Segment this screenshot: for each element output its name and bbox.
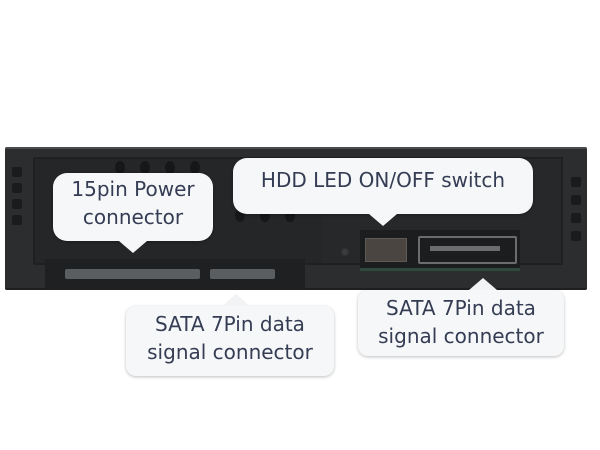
vent-left-3 [12, 199, 22, 209]
callout-power-connector: 15pin Power connector [53, 173, 213, 253]
led-switch-housing [360, 230, 520, 271]
vent-hole [190, 161, 200, 174]
vent-right-1 [571, 177, 581, 187]
led-indicator-icon [340, 247, 350, 257]
callout-sata-right-line1: SATA 7Pin data [386, 296, 536, 320]
power-connector-pins [65, 269, 200, 279]
vent-right-3 [571, 213, 581, 223]
callout-sata-left: SATA 7Pin data signal connector [126, 294, 334, 376]
callout-sata-left-line2: signal connector [147, 340, 313, 364]
callout-sata-right: SATA 7Pin data signal connector [358, 278, 564, 356]
callout-sata-left-line1: SATA 7Pin data [155, 312, 305, 336]
bottom-connector-block [45, 259, 305, 290]
callout-sata-right-line2: signal connector [378, 324, 544, 348]
vent-right-2 [571, 195, 581, 205]
vent-hole [260, 209, 270, 222]
vent-right-4 [571, 231, 581, 241]
sata-connector-pins [210, 269, 275, 279]
sata-port-right [418, 236, 517, 264]
vent-hole [165, 161, 175, 174]
vent-left-1 [12, 167, 22, 177]
callout-led-switch: HDD LED ON/OFF switch [233, 158, 533, 226]
vent-hole [285, 209, 295, 222]
callout-led-line1: HDD LED ON/OFF switch [260, 168, 506, 192]
vent-left-4 [12, 215, 22, 225]
vent-hole [115, 161, 125, 174]
vent-hole [140, 161, 150, 174]
vent-left-2 [12, 183, 22, 193]
callout-power-line1: 15pin Power [71, 177, 195, 201]
callout-power-line2: connector [82, 205, 184, 229]
led-toggle-switch[interactable] [365, 238, 407, 262]
vent-hole [235, 209, 245, 222]
